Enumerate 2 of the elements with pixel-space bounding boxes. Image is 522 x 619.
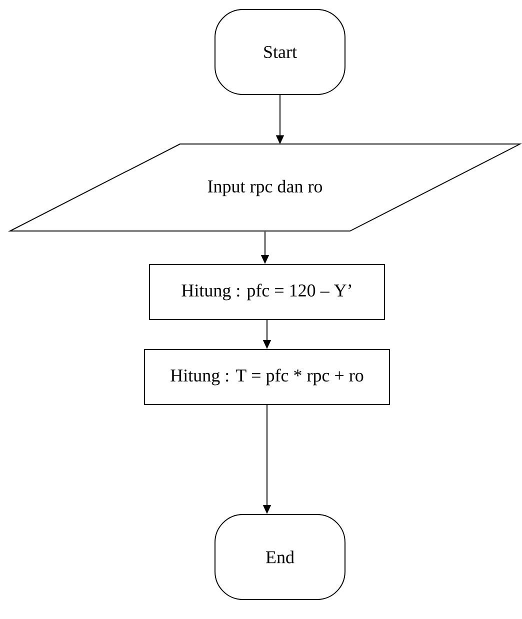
process-box: Hitung : T = pfc * rpc + ro: [144, 349, 390, 405]
process-box: Hitung : pfc = 120 – Y’: [149, 264, 385, 320]
